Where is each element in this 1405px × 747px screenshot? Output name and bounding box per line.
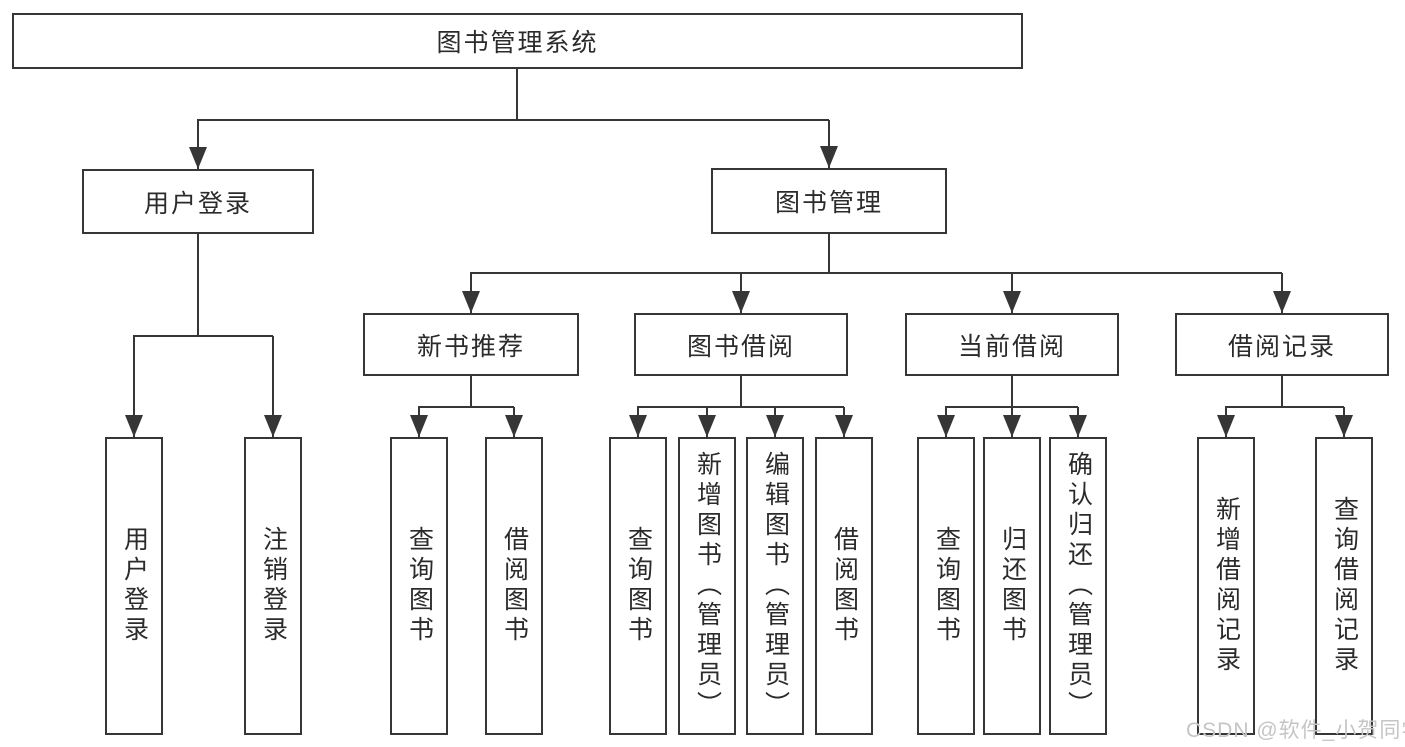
node-query-books-3-label: 查询图书 xyxy=(932,526,961,646)
connector-line xyxy=(133,336,135,437)
connector-line xyxy=(197,233,199,336)
connector-line xyxy=(197,120,199,170)
node-book-borrow-label: 图书借阅 xyxy=(686,332,795,361)
connector-line xyxy=(272,336,274,437)
node-borrow-records: 借阅记录 xyxy=(1175,313,1389,376)
arrow-down-icon xyxy=(766,415,784,437)
arrow-down-icon xyxy=(189,147,207,169)
connector-line xyxy=(828,234,830,274)
node-add-book-admin-label: 新增图书（管理员） xyxy=(693,451,722,721)
node-query-books-1: 查询图书 xyxy=(390,437,448,735)
arrow-down-icon xyxy=(505,415,523,437)
connector-line xyxy=(637,406,844,408)
node-book-borrow: 图书借阅 xyxy=(634,313,848,376)
arrow-down-icon xyxy=(1003,291,1021,313)
node-confirm-return-admin: 确认归还（管理员） xyxy=(1049,437,1107,735)
node-query-borrow-record-label: 查询借阅记录 xyxy=(1330,496,1359,676)
node-return-books-label: 归还图书 xyxy=(998,526,1027,646)
connector-line xyxy=(418,406,514,408)
node-query-books-2: 查询图书 xyxy=(609,437,667,735)
connector-line xyxy=(197,119,829,121)
arrow-down-icon xyxy=(937,415,955,437)
connector-line xyxy=(1281,376,1283,407)
node-query-borrow-record: 查询借阅记录 xyxy=(1315,437,1373,735)
connector-line xyxy=(470,376,472,407)
connector-line xyxy=(1011,376,1013,407)
arrow-down-icon xyxy=(698,415,716,437)
node-borrow-books-2: 借阅图书 xyxy=(815,437,873,735)
arrow-down-icon xyxy=(820,146,838,168)
node-current-borrow: 当前借阅 xyxy=(905,313,1119,376)
node-book-management-label: 图书管理 xyxy=(774,189,883,217)
connector-line xyxy=(828,120,830,169)
connector-line xyxy=(133,335,273,337)
node-query-books-1-label: 查询图书 xyxy=(405,526,434,646)
node-add-borrow-record-label: 新增借阅记录 xyxy=(1212,496,1241,676)
node-user-login-leaf: 用户登录 xyxy=(105,437,163,735)
connector-line xyxy=(740,376,742,407)
node-query-books-3: 查询图书 xyxy=(917,437,975,735)
arrow-down-icon xyxy=(462,291,480,313)
arrow-down-icon xyxy=(125,415,143,437)
connector-line xyxy=(516,68,518,120)
arrow-down-icon xyxy=(410,415,428,437)
arrow-down-icon xyxy=(732,291,750,313)
node-add-borrow-record: 新增借阅记录 xyxy=(1197,437,1255,735)
node-library-system-label: 图书管理系统 xyxy=(436,29,599,57)
node-user-login-label: 用户登录 xyxy=(143,189,252,218)
node-user-login-leaf-label: 用户登录 xyxy=(120,526,149,646)
node-new-book-recommend: 新书推荐 xyxy=(363,313,579,376)
node-logout-leaf: 注销登录 xyxy=(244,437,302,735)
watermark: CSDN @软件_小贺同学 xyxy=(1186,719,1405,742)
node-book-management: 图书管理 xyxy=(711,168,947,234)
node-query-books-2-label: 查询图书 xyxy=(624,526,653,646)
node-edit-book-admin-label: 编辑图书（管理员） xyxy=(761,451,790,721)
node-confirm-return-admin-label: 确认归还（管理员） xyxy=(1064,451,1093,721)
arrow-down-icon xyxy=(264,415,282,437)
arrow-down-icon xyxy=(1069,415,1087,437)
node-borrow-books-1-label: 借阅图书 xyxy=(500,526,529,646)
node-user-login: 用户登录 xyxy=(82,169,314,234)
node-borrow-records-label: 借阅记录 xyxy=(1227,332,1336,361)
connector-line xyxy=(1225,406,1344,408)
arrow-down-icon xyxy=(1003,415,1021,437)
node-library-system: 图书管理系统 xyxy=(12,13,1023,69)
node-borrow-books-1: 借阅图书 xyxy=(485,437,543,735)
arrow-down-icon xyxy=(629,415,647,437)
connector-line xyxy=(470,272,1282,274)
node-borrow-books-2-label: 借阅图书 xyxy=(830,526,859,646)
node-return-books: 归还图书 xyxy=(983,437,1041,735)
arrow-down-icon xyxy=(1217,415,1235,437)
node-logout-leaf-label: 注销登录 xyxy=(259,526,288,646)
arrow-down-icon xyxy=(835,415,853,437)
node-edit-book-admin: 编辑图书（管理员） xyxy=(746,437,804,735)
arrow-down-icon xyxy=(1273,291,1291,313)
node-new-book-recommend-label: 新书推荐 xyxy=(416,332,525,361)
arrow-down-icon xyxy=(1335,415,1353,437)
node-current-borrow-label: 当前借阅 xyxy=(957,332,1066,361)
node-add-book-admin: 新增图书（管理员） xyxy=(678,437,736,735)
